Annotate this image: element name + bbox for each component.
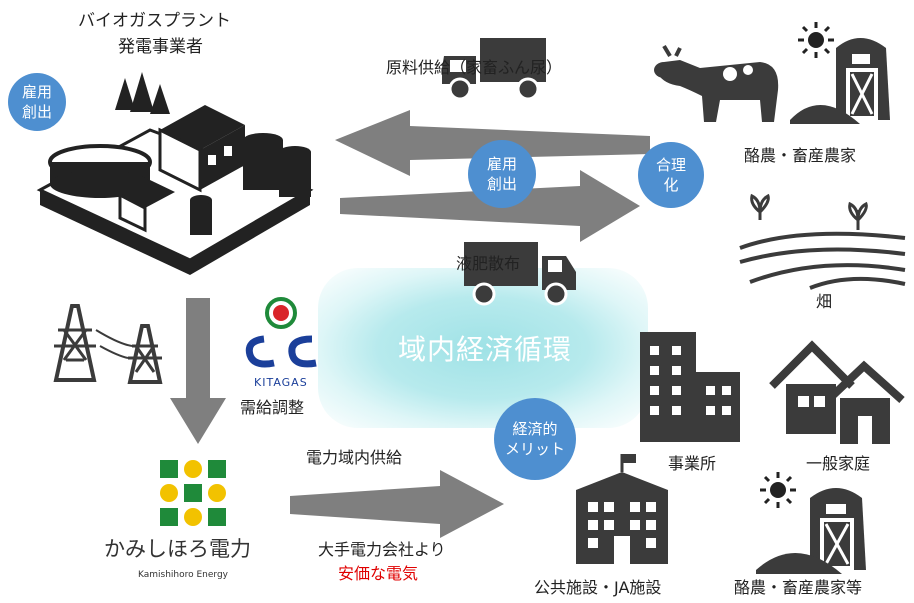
major-power-company-label: 大手電力会社より xyxy=(318,540,446,559)
houses-icon xyxy=(769,340,905,444)
cheap-electricity-label: 安価な電気 xyxy=(338,564,419,583)
economic-merit-badge: 経済的メリット xyxy=(494,398,576,480)
kamishihoro-energy-name: かみしほろ電力 xyxy=(104,537,251,561)
dairy-farmers-label: 酪農・畜産農家 xyxy=(744,146,857,165)
flow-arrow-down xyxy=(170,298,226,444)
power-tower-icon xyxy=(53,304,163,384)
office-label: 事業所 xyxy=(668,454,717,473)
tank-truck-icon xyxy=(464,242,576,306)
public-facility-icon xyxy=(576,454,668,564)
rationalization-badge: 合理化 xyxy=(638,142,704,208)
biogas-plant-icon xyxy=(36,72,314,275)
power-producer-label: 発電事業者 xyxy=(118,37,203,57)
flow-arrow-to-facilities xyxy=(290,470,504,538)
sun-icon-bottom xyxy=(760,472,796,508)
sun-icon xyxy=(798,22,834,58)
barn-icon xyxy=(790,38,890,124)
employment-creation-badge-center: 雇用創出 xyxy=(468,140,536,208)
cow-icon xyxy=(654,44,779,122)
dairy-farmers-etc-label: 酪農・畜産農家等 xyxy=(734,578,863,597)
kamishihoro-energy-subtitle: Kamishihoro Energy xyxy=(138,570,229,580)
regional-power-supply-label: 電力域内供給 xyxy=(306,448,403,467)
liquid-fertilizer-label: 液肥散布 xyxy=(456,254,521,273)
kamishihoro-logo-icon xyxy=(160,460,226,526)
field-icon xyxy=(739,193,906,290)
office-building-icon xyxy=(640,332,740,442)
kitagas-logo-text: KITAGAS xyxy=(254,376,308,389)
public-ja-facilities-label: 公共施設・JA施設 xyxy=(534,578,662,597)
raw-material-supply-label: 原料供給（家畜ふん尿） xyxy=(386,58,563,77)
regional-economic-cycle-label: 域内経済循環 xyxy=(397,333,572,366)
employment-creation-badge: 雇用創出 xyxy=(8,73,66,131)
supply-adjustment-label: 需給調整 xyxy=(240,398,305,417)
kitagas-logo-icon xyxy=(245,297,317,368)
barn-icon-bottom xyxy=(756,488,866,574)
biogas-plant-label: バイオガスプラント xyxy=(78,11,231,31)
truck-icon xyxy=(442,38,546,101)
field-label: 畑 xyxy=(816,292,833,311)
household-label: 一般家庭 xyxy=(806,454,871,473)
